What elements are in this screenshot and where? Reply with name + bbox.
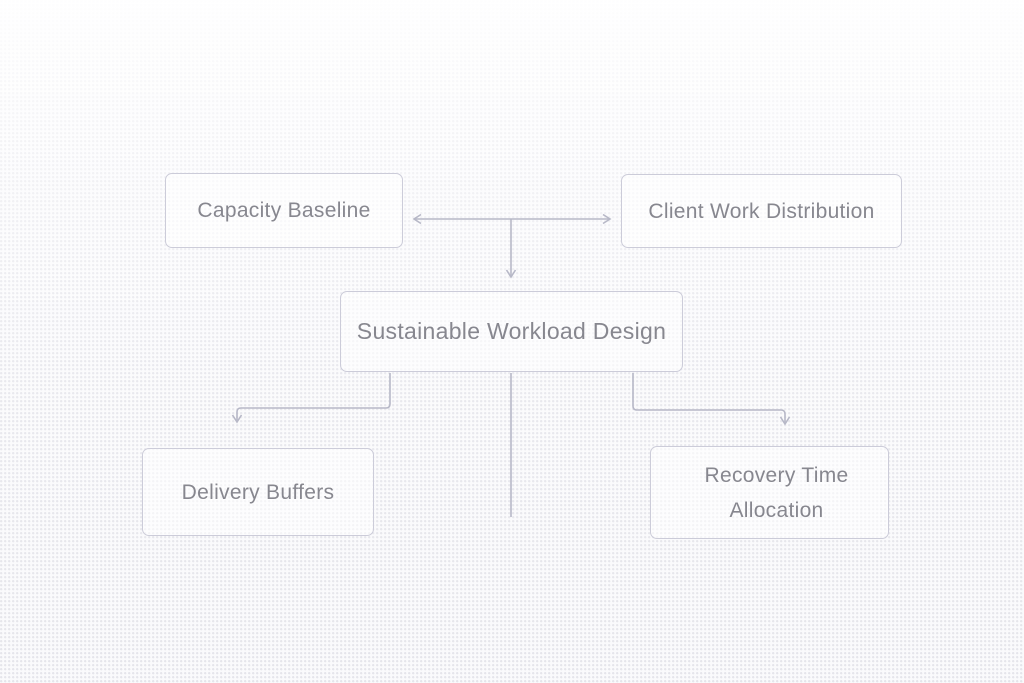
node-client-work-distribution-label: Client Work Distribution xyxy=(648,199,875,223)
edge-center-to-delivery-arrow xyxy=(231,373,391,424)
node-recovery-time-allocation: Recovery Time Allocation xyxy=(650,446,889,539)
node-sustainable-workload-design-label: Sustainable Workload Design xyxy=(356,318,667,344)
node-capacity-baseline-label: Capacity Baseline xyxy=(197,199,371,222)
node-recovery-time-allocation-label: Recovery Time Allocation xyxy=(704,463,849,522)
node-client-work-distribution: Client Work Distribution xyxy=(621,174,902,248)
edge-center-to-recovery-arrow xyxy=(632,373,791,426)
node-sustainable-workload-design: Sustainable Workload Design xyxy=(340,291,683,372)
node-delivery-buffers-label: Delivery Buffers xyxy=(181,480,335,504)
node-capacity-baseline: Capacity Baseline xyxy=(165,173,403,248)
node-delivery-buffers: Delivery Buffers xyxy=(142,448,374,536)
